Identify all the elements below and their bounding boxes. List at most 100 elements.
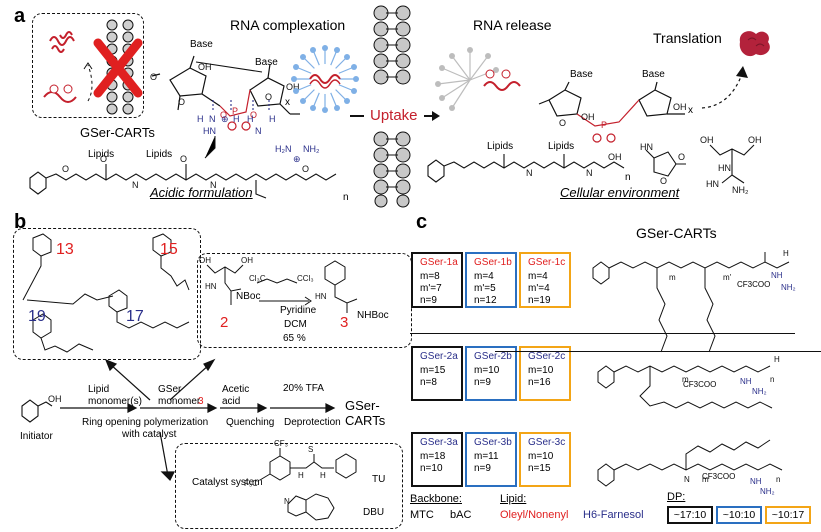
acidic-formulation-label: Acidic formulation: [150, 185, 253, 200]
svg-text:O: O: [180, 154, 187, 164]
svg-text:m': m': [723, 273, 732, 282]
nboc-label: NBoc: [236, 291, 261, 302]
cf3coo-label-3: CF3COO: [702, 472, 736, 481]
gser-monomer-text: GSer monomer: [158, 384, 201, 407]
svg-text:O: O: [302, 164, 309, 174]
lipids-label-1: Lipids: [88, 149, 115, 160]
svg-text:P: P: [232, 106, 238, 116]
svg-text:H: H: [233, 114, 240, 124]
translation-arrow: [701, 66, 748, 109]
rna-release-label: RNA release: [473, 17, 552, 33]
svg-text:O: O: [678, 152, 685, 162]
x-subscript-1: x: [285, 97, 290, 108]
blocked-membrane-graphic: [43, 19, 143, 115]
translation-label: Translation: [653, 30, 722, 46]
svg-text:O: O: [220, 110, 227, 120]
gser-3c-l2: n=15: [528, 463, 551, 474]
gser-1b-name: GSer-1b: [474, 257, 512, 268]
dp-value-3: ~10:17: [771, 509, 805, 521]
gser-3b-l1: m=11: [474, 451, 499, 462]
gser-3b-name: GSer-3b: [474, 437, 512, 448]
lipid-monomer-structures: [22, 233, 190, 353]
tfa-label: 20% TFA: [283, 383, 324, 394]
svg-text:m: m: [702, 475, 709, 484]
monomer-19-label: 19: [28, 308, 46, 325]
base-label-1: Base: [190, 39, 213, 50]
dp-value-2: ~10:10: [722, 509, 756, 521]
catalyst-system-label: Catalyst system: [192, 477, 263, 488]
gser-3b-card: GSer-3b m=11 n=9: [465, 432, 517, 487]
gser-3c-card: GSer-3c m=10 n=15: [519, 432, 571, 487]
gser-carts-product-label: GSer- CARTs: [345, 398, 386, 428]
quenching-label: Quenching: [226, 417, 275, 428]
x-subscript-2: x: [688, 105, 693, 116]
dcm-label: DCM: [284, 319, 307, 330]
svg-text:NH₂: NH₂: [760, 487, 775, 496]
base-label-2: Base: [255, 57, 278, 68]
gser-1b-l2: m'=5: [474, 283, 496, 294]
n-subscript-2: n: [625, 172, 631, 183]
monomer-13-label: 13: [56, 241, 74, 258]
lipid-farnesol-label: H6-Farnesol: [583, 509, 644, 521]
svg-text:OH: OH: [608, 152, 622, 162]
monomer-15-label: 15: [160, 241, 178, 258]
svg-text:O: O: [559, 118, 566, 128]
gser-3a-card: GSer-3a m=18 n=10: [411, 432, 463, 487]
svg-text:m: m: [682, 375, 689, 384]
dp-box-orange: ~10:17: [765, 506, 811, 524]
svg-text:HN: HN: [640, 142, 653, 152]
released-lipid-fan: [435, 47, 499, 111]
gser-2b-card: GSer-2b m=10 n=9: [465, 346, 517, 401]
cell-membrane-graphic: [373, 5, 411, 208]
svg-text:HN: HN: [718, 163, 731, 173]
gser-2b-name: GSer-2b: [474, 351, 512, 362]
lipids-label-2: Lipids: [146, 149, 173, 160]
gser-1c-card: GSer-1c m=4 m'=4 n=19: [519, 252, 571, 308]
gser-2a-name: GSer-2a: [420, 351, 458, 362]
deprotection-label: Deprotection: [284, 417, 341, 428]
rna-lipid-complex-icon: [291, 45, 359, 113]
uptake-label: Uptake: [370, 107, 418, 124]
svg-text:OH: OH: [48, 394, 62, 404]
svg-text:H: H: [783, 249, 789, 258]
n-subscript-1: n: [343, 192, 349, 203]
base-label-3: Base: [570, 69, 593, 80]
svg-text:OH: OH: [748, 135, 762, 145]
gser-1a-l3: n=9: [420, 295, 437, 306]
svg-text:H: H: [774, 355, 780, 364]
base-label-4: Base: [642, 69, 665, 80]
panel-a-letter: a: [14, 5, 26, 27]
yield-label: 65 %: [283, 333, 306, 344]
svg-text:N: N: [284, 497, 290, 506]
svg-text:H: H: [247, 114, 254, 124]
gser-1a-card: GSer-1a m=8 m'=7 n=9: [411, 252, 463, 308]
gser-cart-polymer-structure: OON ONO: [29, 154, 337, 199]
gser-2c-name: GSer-2c: [528, 351, 566, 362]
gser-carts-label-a: GSer-CARTs: [80, 125, 155, 140]
backbone-bac-label: bAC: [450, 509, 472, 521]
lipids-label-3: Lipids: [487, 141, 514, 152]
panel-c-title: GSer-CARTs: [636, 225, 717, 241]
svg-text:OH: OH: [241, 256, 253, 265]
cellular-environment-label: Cellular environment: [560, 185, 680, 200]
svg-text:H₂N: H₂N: [275, 144, 292, 154]
svg-text:N: N: [132, 180, 139, 190]
svg-text:H: H: [269, 114, 276, 124]
gser-monomer-number: 3: [198, 396, 204, 407]
gser-1a-name: GSer-1a: [420, 257, 458, 268]
svg-text:OH: OH: [286, 82, 300, 92]
pyridine-label: Pyridine: [280, 305, 317, 316]
catalyst-system-box: [175, 443, 403, 529]
gser-3b-l2: n=9: [474, 463, 491, 474]
lipid-oleyl-label: Oleyl/Nonenyl: [500, 509, 569, 521]
gser-3a-l2: n=10: [420, 463, 443, 474]
svg-text:H: H: [197, 114, 204, 124]
svg-text:⊕: ⊕: [293, 154, 301, 164]
gser-3a-l1: m=18: [420, 451, 446, 462]
with-catalyst-label: with catalyst: [122, 429, 177, 440]
rna-complexation-label: RNA complexation: [230, 17, 346, 33]
svg-text:NH: NH: [740, 377, 752, 386]
